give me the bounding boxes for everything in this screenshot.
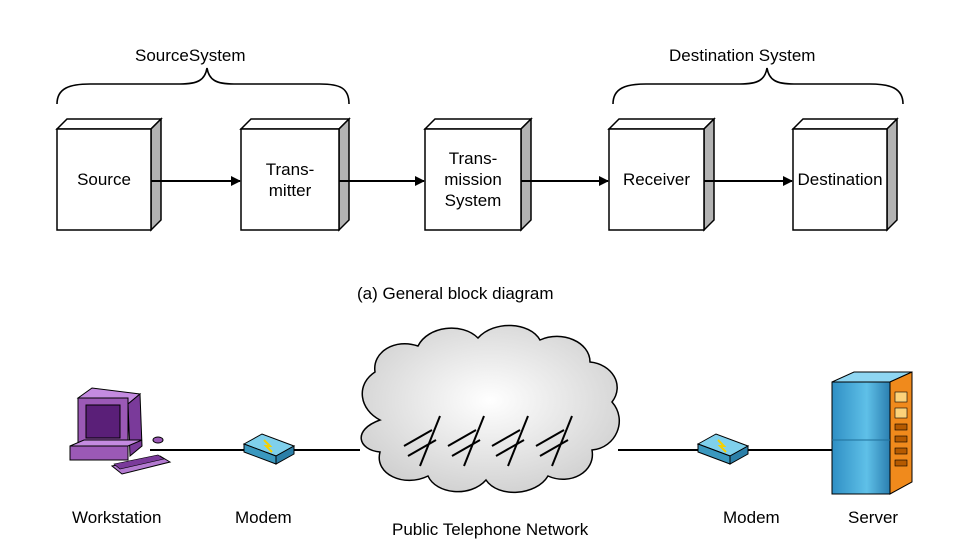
source-block-label: Source <box>77 170 131 189</box>
source-system-label: SourceSystem <box>135 46 246 65</box>
source-block <box>55 117 163 232</box>
server-label: Server <box>848 508 899 527</box>
destination-block-label: Destination <box>797 170 883 189</box>
modem-right-label: Modem <box>723 508 780 527</box>
telephone-pole-icon <box>535 415 573 467</box>
server-icon <box>831 371 913 495</box>
block-diagram-caption: (a) General block diagram <box>357 284 554 303</box>
destination-block <box>791 117 899 232</box>
transmitter-block-label: Trans- mitter <box>265 159 315 200</box>
destination-system-brace <box>612 67 904 105</box>
telephone-pole-icon <box>491 415 529 467</box>
transmitter-block <box>239 117 351 232</box>
workstation-icon <box>69 387 172 475</box>
receiver-block-label: Receiver <box>622 170 691 189</box>
modem-left-label: Modem <box>235 508 292 527</box>
telephone-pole-icon <box>403 415 441 467</box>
workstation-label: Workstation <box>72 508 162 527</box>
destination-system-label: Destination System <box>669 46 816 65</box>
telephone-pole-icon <box>447 415 485 467</box>
transmission-system-block-label: Trans- mission System <box>444 149 502 210</box>
receiver-block <box>607 117 716 232</box>
transmission-system-block <box>423 117 533 232</box>
telephone-network-cloud <box>360 324 621 493</box>
modem-left-icon <box>242 433 296 465</box>
network-label: Public Telephone Network <box>392 520 589 539</box>
source-system-brace <box>56 67 350 105</box>
modem-right-icon <box>696 433 750 465</box>
